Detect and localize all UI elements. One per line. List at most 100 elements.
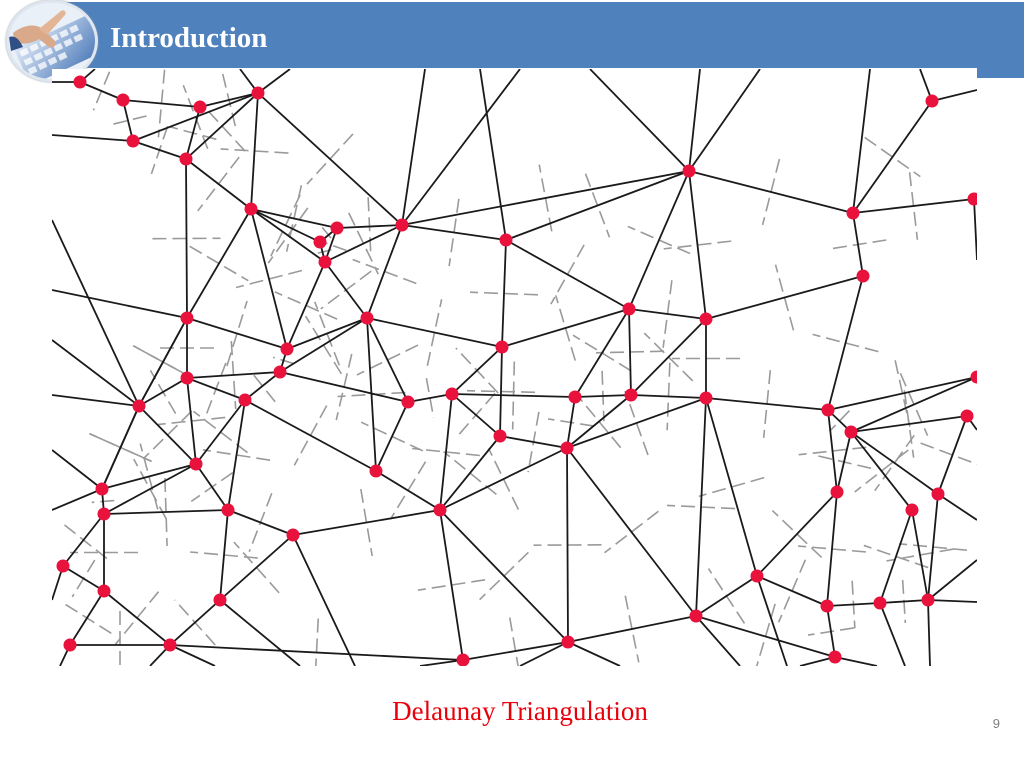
- vertex-point: [163, 638, 177, 652]
- delaunay-edge: [826, 605, 836, 658]
- delaunay-edge: [292, 509, 441, 536]
- delaunay-edge: [52, 289, 188, 319]
- delaunay-edge: [52, 394, 140, 407]
- delaunay-edge: [279, 317, 368, 373]
- delaunay-edge: [401, 224, 507, 241]
- delaunay-edge: [499, 435, 568, 449]
- vertex-point: [970, 370, 977, 384]
- vertex-point: [360, 311, 374, 325]
- delaunay-edge: [250, 208, 326, 263]
- delaunay-edge: [566, 397, 707, 449]
- vertex-point: [313, 235, 327, 249]
- vertex-point: [495, 340, 509, 354]
- vertex-point: [251, 86, 265, 100]
- voronoi-edge: [182, 84, 209, 150]
- vertex-point: [967, 192, 977, 206]
- delaunay-edge: [501, 239, 507, 348]
- delaunay-edge: [286, 261, 326, 350]
- delaunay-edge: [852, 198, 975, 214]
- vertex-point: [925, 94, 939, 108]
- delaunay-edge: [879, 599, 929, 604]
- vertex-point: [844, 425, 858, 439]
- delaunay-edge: [451, 393, 576, 398]
- vertex-point: [493, 429, 507, 443]
- vertex-point: [622, 302, 636, 316]
- vertex-point: [931, 487, 945, 501]
- delaunay-edge: [756, 575, 788, 666]
- delaunay-edge: [827, 376, 977, 411]
- vertex-point: [97, 584, 111, 598]
- vertex-point: [820, 599, 834, 613]
- voronoi-edge: [109, 115, 147, 126]
- vertex-point: [193, 100, 207, 114]
- vertex-point: [126, 134, 140, 148]
- delaunay-edge: [138, 317, 188, 407]
- delaunay-edge: [505, 239, 630, 310]
- vertex-point: [369, 464, 383, 478]
- delaunay-edge: [628, 308, 632, 396]
- vertex-point: [318, 255, 332, 269]
- delaunay-edge: [101, 463, 197, 490]
- delaunay-edge: [879, 509, 913, 604]
- vertex-point: [132, 399, 146, 413]
- logo-badge: [6, 0, 98, 82]
- delaunay-edge: [505, 170, 690, 241]
- delaunay-edge: [401, 69, 426, 226]
- delaunay-edge: [401, 69, 521, 226]
- delaunay-edge: [195, 463, 229, 511]
- delaunay-edge: [439, 509, 464, 661]
- delaunay-edge: [195, 399, 246, 465]
- delaunay-edge: [479, 69, 507, 241]
- vertex-point: [560, 441, 574, 455]
- vertex-point: [821, 403, 835, 417]
- delaunay-edge: [566, 447, 697, 617]
- delaunay-edge: [375, 470, 441, 511]
- vertex-point: [445, 387, 459, 401]
- delaunay-edge: [688, 69, 701, 172]
- vertex-point: [63, 638, 77, 652]
- delaunay-edge: [52, 339, 140, 407]
- delaunay-edge: [852, 69, 871, 214]
- delaunay-edge: [103, 463, 197, 515]
- delaunay-edge: [186, 371, 281, 379]
- delaunay-edge: [756, 491, 838, 577]
- delaunay-edge: [499, 346, 503, 437]
- vertex-point: [221, 503, 235, 517]
- delaunay-edge: [566, 396, 576, 449]
- delaunay-edge: [451, 346, 503, 395]
- delaunay-edge: [138, 405, 197, 465]
- vertex-point: [401, 395, 415, 409]
- delaunay-edge: [132, 92, 259, 142]
- delaunay-edge: [630, 394, 707, 399]
- hand-keyboard-icon: [9, 3, 95, 79]
- delaunay-edge: [185, 158, 188, 319]
- delaunay-edge: [62, 513, 105, 567]
- delaunay-edge: [169, 599, 221, 646]
- delaunay-edge: [439, 393, 453, 511]
- vertex-layer: [56, 75, 977, 666]
- delaunay-edge: [574, 308, 630, 398]
- delaunay-edge: [826, 602, 881, 607]
- vertex-point: [116, 93, 130, 107]
- vertex-point: [180, 311, 194, 325]
- vertex-point: [189, 457, 203, 471]
- delaunay-edge: [324, 224, 403, 263]
- delaunay-edge: [366, 224, 403, 319]
- delaunay-edge: [219, 509, 229, 601]
- vertex-point: [699, 391, 713, 405]
- delaunay-edge: [52, 449, 103, 490]
- delaunay-edge: [52, 488, 103, 511]
- figure-caption: Delaunay Triangulation: [392, 696, 648, 726]
- delaunay-edge: [688, 170, 707, 320]
- delaunay-edge: [62, 565, 105, 592]
- vertex-point: [180, 371, 194, 385]
- delaunay-edge: [836, 431, 852, 493]
- delaunay-edge: [451, 393, 501, 437]
- delaunay-diagram: [52, 69, 977, 666]
- delaunay-edge: [462, 641, 569, 661]
- delaunay-edge: [574, 394, 632, 398]
- delaunay-edge: [69, 590, 105, 646]
- vertex-point: [56, 559, 70, 573]
- delaunay-edge: [439, 435, 501, 511]
- voronoi-edge: [114, 591, 160, 645]
